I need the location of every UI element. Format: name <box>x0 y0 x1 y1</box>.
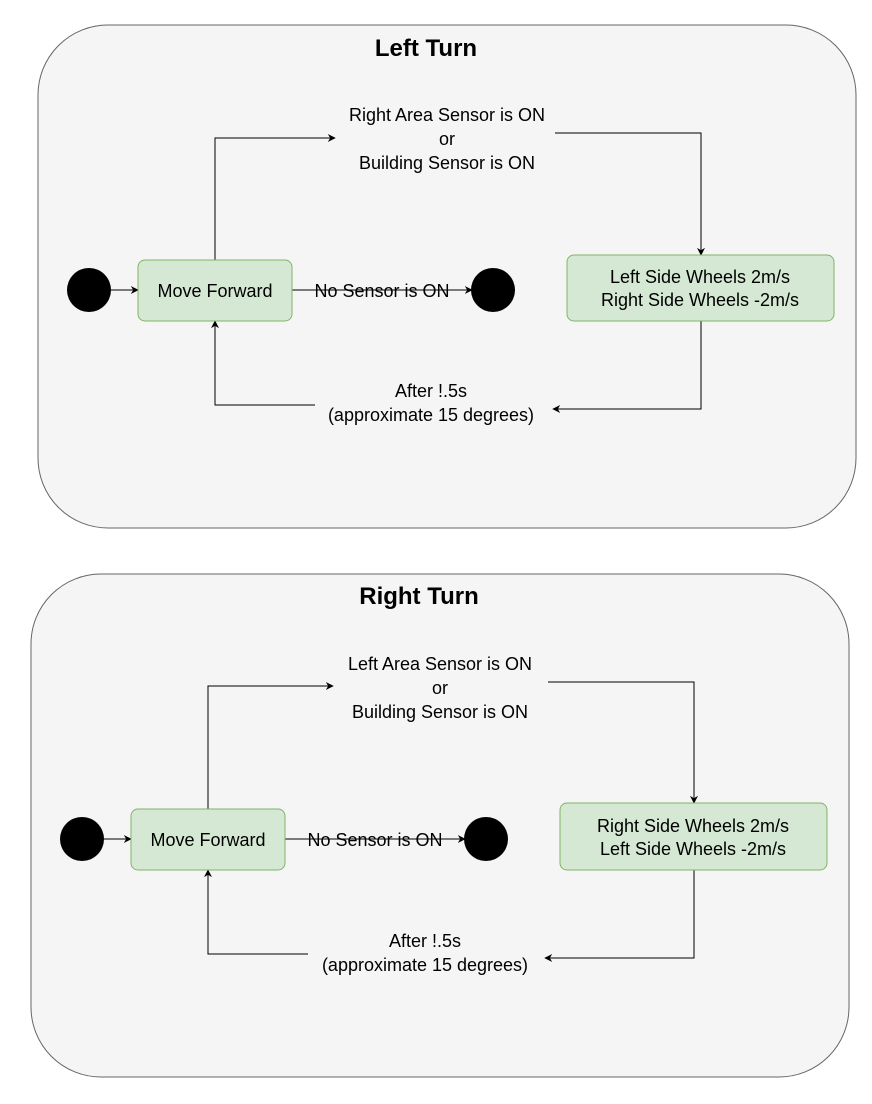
stop-label: No Sensor is ON <box>314 281 449 301</box>
initial-node <box>60 817 104 861</box>
move-forward-state: Move Forward <box>130 808 286 871</box>
trigger-label-line-3: Building Sensor is ON <box>359 153 535 173</box>
turn-state: Right Side Wheels 2m/s Left Side Wheels … <box>559 802 828 871</box>
return-edge-out <box>211 320 315 406</box>
return-edge-in <box>552 321 702 413</box>
trigger-label-line-2: or <box>439 129 455 149</box>
return-label: After !.5s (approximate 15 degrees) <box>322 931 528 975</box>
move-forward-state: Move Forward <box>137 259 293 322</box>
final-node <box>471 268 515 312</box>
return-label-line-2: (approximate 15 degrees) <box>322 955 528 975</box>
right-turn-container <box>30 573 850 1078</box>
return-edge-in <box>544 870 695 962</box>
return-edge-out <box>204 869 308 955</box>
turn-state-line-1: Left Side Wheels 2m/s <box>610 267 790 287</box>
trigger-label-line-3: Building Sensor is ON <box>352 702 528 722</box>
trigger-edge-in <box>207 682 334 809</box>
trigger-label-line-2: or <box>432 678 448 698</box>
return-label-line-1: After !.5s <box>395 381 467 401</box>
move-forward-label: Move Forward <box>157 281 272 301</box>
right-turn-diagram: Right Turn Move Forward Right Side Wheel… <box>30 573 850 1078</box>
stop-label: No Sensor is ON <box>307 830 442 850</box>
trigger-label-line-1: Left Area Sensor is ON <box>348 654 532 674</box>
left-turn-diagram: Left Turn Move Forward Left Side Wheels … <box>37 24 857 529</box>
move-forward-label: Move Forward <box>150 830 265 850</box>
turn-state-line-2: Right Side Wheels -2m/s <box>601 290 799 310</box>
trigger-label-line-1: Right Area Sensor is ON <box>349 105 545 125</box>
initial-node <box>67 268 111 312</box>
turn-state: Left Side Wheels 2m/s Right Side Wheels … <box>566 254 835 322</box>
right-turn-title: Right Turn <box>359 583 479 610</box>
turn-state-line-2: Left Side Wheels -2m/s <box>600 839 786 859</box>
turn-state-line-1: Right Side Wheels 2m/s <box>597 816 789 836</box>
return-label: After !.5s (approximate 15 degrees) <box>328 381 534 425</box>
trigger-edge-out <box>555 132 705 256</box>
trigger-label: Left Area Sensor is ON or Building Senso… <box>348 654 532 722</box>
trigger-edge-in <box>214 134 336 260</box>
left-turn-title: Left Turn <box>375 35 477 62</box>
left-turn-container <box>37 24 857 529</box>
return-label-line-1: After !.5s <box>389 931 461 951</box>
return-label-line-2: (approximate 15 degrees) <box>328 405 534 425</box>
final-node <box>464 817 508 861</box>
trigger-edge-out <box>548 681 698 804</box>
trigger-label: Right Area Sensor is ON or Building Sens… <box>349 105 545 173</box>
